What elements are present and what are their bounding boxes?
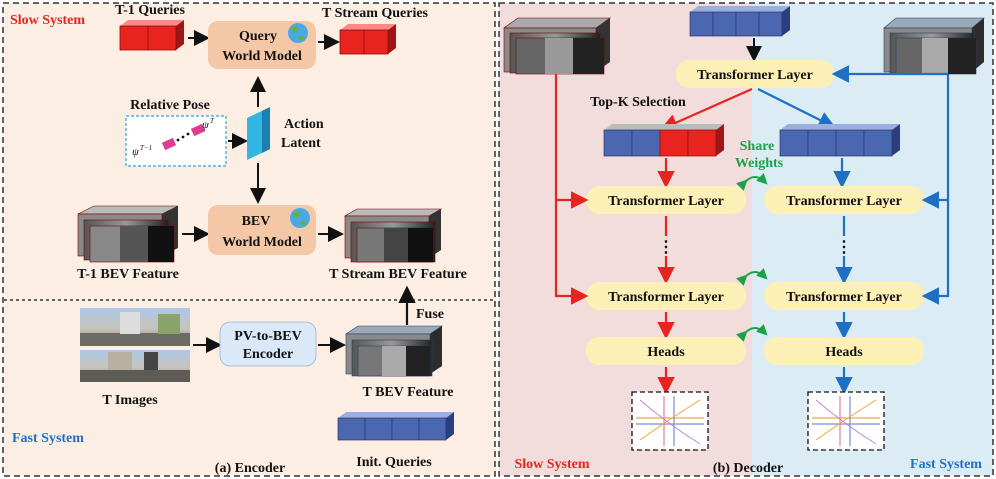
psi-cur-sup: T [210, 117, 215, 125]
pose-car-prev-icon [161, 137, 177, 151]
t-stream-bev-feature-stack [343, 208, 443, 263]
fast-transformer-layer-1 [764, 186, 924, 214]
arrow-fast-bev-to-l2 [921, 74, 950, 305]
decoder-slow-system-label: Slow System [514, 457, 589, 472]
psi-prev-sup: T−1 [140, 144, 152, 152]
t1-queries-label: T-1 Queries [115, 3, 185, 18]
fast-output-map [807, 391, 885, 451]
arrow-slow-bev-to-l2 [554, 74, 589, 305]
slow-layer-2-label: Transformer Layer [608, 290, 724, 305]
bwm-line2: World Model [222, 235, 302, 250]
share-weights-arrow-2 [736, 268, 768, 286]
init-queries-label: Init. Queries [356, 455, 432, 470]
relative-pose-label: Relative Pose [130, 98, 210, 113]
fast-selected-queries [779, 124, 900, 157]
relative-pose-box [125, 115, 227, 167]
slow-system-label: Slow System [10, 13, 85, 28]
fast-transformer-layer-2 [764, 282, 924, 310]
fast-heads-label: Heads [825, 345, 863, 360]
weights-label: Weights [735, 156, 784, 171]
share-label: Share [740, 139, 775, 154]
pv-line2: Encoder [243, 347, 294, 362]
qwm-line2: World Model [222, 49, 302, 64]
fuse-label: Fuse [416, 307, 444, 322]
slow-ellipsis: ⋮ [658, 239, 674, 256]
fast-bev-input-stack [883, 17, 985, 75]
globe-icon [290, 208, 310, 228]
pv-to-bev-encoder-box [219, 321, 317, 367]
psi-prev: ψ [132, 146, 139, 158]
slow-selected-queries [603, 124, 724, 157]
top-layer-label: Transformer Layer [697, 68, 813, 83]
arrow-topk-fast [757, 88, 836, 128]
fast-layer-2-label: Transformer Layer [786, 290, 902, 305]
psi-cur: ψ [202, 119, 209, 131]
slow-transformer-layer-1 [586, 186, 746, 214]
pv-line1: PV-to-BEV [234, 329, 301, 344]
globe-icon [288, 23, 308, 43]
share-weights-arrow-3 [736, 324, 768, 342]
slow-transformer-layer-2 [586, 282, 746, 310]
t-images-label: T Images [102, 393, 158, 408]
t-stream-queries-block [339, 24, 396, 55]
top-k-label: Top-K Selection [590, 95, 686, 110]
t1-queries-block [119, 20, 184, 51]
share-weights-arrow-1 [736, 173, 768, 191]
slow-output-map [631, 391, 709, 451]
t-bev-feature-label: T BEV Feature [362, 385, 453, 400]
fast-system-label: Fast System [12, 431, 84, 446]
decoder-panel [498, 2, 994, 477]
init-queries-block [337, 412, 454, 441]
slow-bev-input-stack [503, 17, 611, 75]
bev-world-model-box [208, 205, 316, 255]
t-stream-queries-label: T Stream Queries [322, 6, 429, 21]
top-transformer-layer [676, 60, 834, 88]
fast-heads-box [764, 337, 924, 365]
qwm-line1: Query [239, 29, 277, 44]
t-images-thumbnails [80, 308, 190, 382]
decoder-top-queries [689, 6, 790, 37]
slow-layer-1-label: Transformer Layer [608, 194, 724, 209]
bwm-line1: BEV [242, 214, 271, 229]
t-stream-bev-feature-label: T Stream BEV Feature [329, 267, 467, 282]
t-bev-feature-stack [345, 325, 443, 377]
t1-bev-feature-label: T-1 BEV Feature [77, 267, 179, 282]
action-label: Action [284, 117, 324, 132]
arrow-topk-slow [659, 87, 753, 131]
slow-heads-box [586, 337, 746, 365]
encoder-caption: (a) Encoder [215, 461, 285, 476]
slow-heads-label: Heads [647, 345, 685, 360]
decoder-fast-system-label: Fast System [910, 457, 982, 472]
pose-car-cur-icon [190, 123, 206, 137]
decoder-caption: (b) Decoder [713, 461, 783, 476]
fast-layer-1-label: Transformer Layer [786, 194, 902, 209]
t1-bev-feature-stack [77, 205, 179, 263]
latent-label: Latent [281, 136, 321, 151]
action-latent-block [247, 107, 270, 160]
fast-ellipsis: ⋮ [836, 239, 852, 256]
